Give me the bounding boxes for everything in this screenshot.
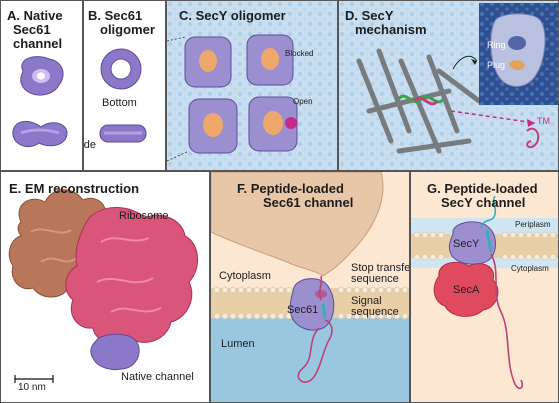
panel-g-illustration bbox=[411, 195, 558, 390]
label-stop-transfer-1: Stop transfer bbox=[351, 262, 410, 274]
native-channel-side-view bbox=[12, 121, 68, 147]
label-sec61: Sec61 bbox=[287, 304, 319, 316]
label-cytoplasm-g: Cytoplasm bbox=[511, 264, 549, 273]
panel-c-title: C. SecY oligomer bbox=[179, 8, 286, 23]
panel-a-title-1: A. Native bbox=[7, 8, 63, 23]
label-secy: SecY bbox=[453, 238, 480, 250]
secy-peptide bbox=[480, 195, 524, 390]
label-signal-sequence-1: Signal bbox=[351, 295, 382, 307]
scale-bar-label: 10 nm bbox=[18, 382, 46, 393]
label-side: Side bbox=[83, 139, 97, 151]
label-seca: SecA bbox=[453, 284, 480, 296]
panel-a-title-2: Sec61 bbox=[13, 22, 51, 37]
panel-e-title: E. EM reconstruction bbox=[9, 181, 140, 196]
panel-f-title-2: Sec61 channel bbox=[263, 195, 354, 210]
label-ring: Ring bbox=[487, 40, 506, 50]
secy-dimer-blocked-top-left bbox=[184, 36, 232, 88]
label-open: Open bbox=[293, 97, 313, 106]
panel-c-illustration bbox=[167, 1, 337, 170]
native-channel-density bbox=[90, 333, 140, 371]
panel-g-peptide-loaded-secy: G. Peptide-loaded SecY channel Periplasm… bbox=[410, 171, 559, 403]
panel-e-em-reconstruction: E. EM reconstruction Ribosome Native cha… bbox=[0, 171, 210, 403]
panel-b-illustration bbox=[99, 48, 147, 143]
panel-a-illustration bbox=[12, 56, 68, 147]
panel-b-title-2: oligomer bbox=[100, 22, 155, 37]
panel-d-title-2: mechanism bbox=[355, 22, 427, 37]
label-periplasm: Periplasm bbox=[515, 220, 551, 229]
panel-c-secy-oligomer: C. SecY oligomer Blocked Open bbox=[166, 0, 338, 171]
panel-f-title-1: F. Peptide-loaded bbox=[237, 181, 344, 196]
oligomer-ring-bottom-view bbox=[100, 48, 142, 90]
panel-a-title-3: channel bbox=[13, 36, 63, 51]
secy-dimer-blocked-top-right bbox=[246, 34, 294, 86]
open-helices bbox=[397, 94, 445, 106]
label-tm: TM bbox=[537, 116, 550, 126]
panel-d-title-1: D. SecY bbox=[345, 8, 394, 23]
label-lumen: Lumen bbox=[221, 338, 255, 350]
panel-b-sec61-oligomer: B. Sec61 oligomer Bottom Side bbox=[83, 0, 166, 171]
panel-d-secy-mechanism: D. SecY mechanism Ring Plug TM bbox=[338, 0, 559, 171]
label-bottom: Bottom bbox=[102, 97, 137, 109]
membrane-lipids bbox=[213, 286, 409, 320]
oligomer-side-view bbox=[99, 124, 147, 143]
panel-g-title-1: G. Peptide-loaded bbox=[427, 181, 538, 196]
label-plug: Plug bbox=[487, 60, 506, 70]
label-cytoplasm: Cytoplasm bbox=[219, 270, 271, 282]
label-blocked: Blocked bbox=[285, 49, 314, 58]
nascent-peptide bbox=[297, 275, 333, 383]
native-channel-top-view bbox=[20, 56, 64, 96]
inset-cutaway bbox=[479, 3, 558, 105]
ribosome-large-subunit bbox=[65, 206, 198, 344]
label-ribosome: Ribosome bbox=[119, 210, 169, 222]
secy-dimer-open-bottom-right bbox=[248, 96, 298, 152]
panel-f-illustration bbox=[211, 172, 409, 402]
secy-helix-bundle bbox=[356, 48, 482, 154]
panel-b-title-1: B. Sec61 bbox=[88, 8, 143, 23]
panel-d-illustration bbox=[339, 1, 558, 170]
label-native-channel: Native channel bbox=[121, 371, 194, 383]
panel-a-native-sec61: A. Native Sec61 channel bbox=[0, 0, 83, 171]
panel-g-title-2: SecY channel bbox=[441, 195, 526, 210]
label-signal-sequence-2: sequence bbox=[351, 306, 399, 318]
label-stop-transfer-2: sequence bbox=[351, 273, 399, 285]
secy-channel bbox=[448, 221, 496, 265]
panel-f-peptide-loaded-sec61: F. Peptide-loaded Sec61 channel Cytoplas… bbox=[210, 171, 410, 403]
secy-dimer-bottom-left bbox=[188, 98, 238, 154]
panel-e-illustration bbox=[8, 189, 198, 383]
ribosome-silhouette bbox=[211, 172, 384, 277]
